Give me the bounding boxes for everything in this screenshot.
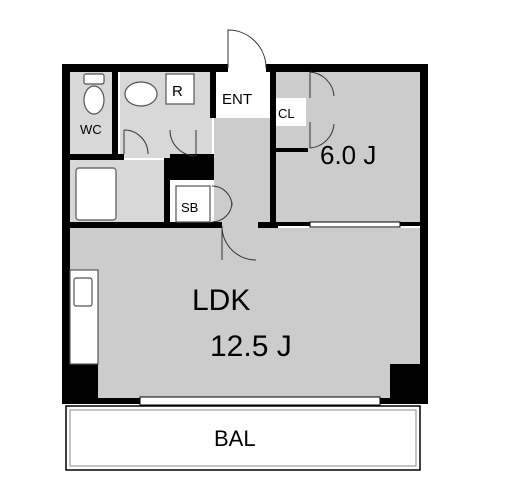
balcony-inner bbox=[69, 409, 417, 467]
balcony-label: BAL bbox=[214, 426, 256, 451]
closet-label: CL bbox=[278, 106, 295, 121]
refrigerator-box bbox=[165, 73, 195, 105]
windows bbox=[139, 221, 401, 406]
shoe-box-label: SB bbox=[181, 200, 198, 215]
wash-basin bbox=[124, 81, 158, 107]
refrigerator-label: R bbox=[172, 83, 183, 100]
ldk-size-label: 12.5 J bbox=[210, 330, 292, 363]
fixtures bbox=[69, 73, 211, 365]
bedroom-size-label: 6.0 J bbox=[320, 140, 376, 170]
floor-areas bbox=[68, 70, 422, 400]
bathtub bbox=[75, 167, 117, 221]
wc-label: WC bbox=[80, 122, 102, 137]
shoe-box bbox=[175, 185, 211, 223]
ldk-floor bbox=[68, 228, 422, 400]
ent-label-bg bbox=[216, 78, 268, 118]
ldk-label: LDK bbox=[192, 284, 250, 317]
kitchen-counter bbox=[69, 269, 99, 365]
bedroom-floor bbox=[276, 70, 422, 222]
door-swings bbox=[123, 29, 335, 261]
balcony bbox=[65, 405, 421, 471]
entrance-label: ENT bbox=[222, 91, 252, 108]
cl-label-bg bbox=[276, 98, 306, 126]
hall-floor bbox=[214, 118, 270, 228]
toilet bbox=[83, 73, 105, 115]
